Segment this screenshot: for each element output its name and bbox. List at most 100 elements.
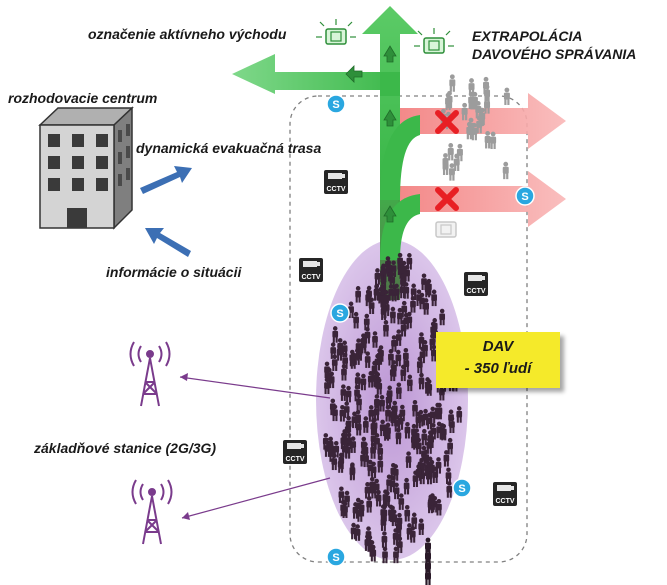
person-icon xyxy=(381,504,388,522)
person-icon xyxy=(411,423,417,441)
person-icon xyxy=(386,385,393,403)
person-icon xyxy=(367,459,374,477)
person-icon xyxy=(425,567,431,585)
person-icon xyxy=(339,404,346,422)
person-icon xyxy=(391,335,397,352)
person-icon xyxy=(376,378,383,395)
person-icon xyxy=(448,163,455,181)
person-icon xyxy=(374,394,380,411)
person-icon xyxy=(383,289,389,307)
blocked-cross-upper xyxy=(435,110,459,134)
person-icon xyxy=(439,423,446,440)
person-icon xyxy=(395,349,402,367)
person-icon xyxy=(393,546,399,564)
person-icon xyxy=(399,404,406,422)
person-icon xyxy=(466,121,473,140)
cctv-icon: CCTV xyxy=(283,440,307,464)
person-icon xyxy=(400,273,406,291)
person-icon xyxy=(397,307,403,325)
person-icon xyxy=(443,450,450,467)
label-crowd-behavior-line1: EXTRAPOLÁCIA xyxy=(472,28,583,44)
person-icon xyxy=(336,344,343,361)
person-icon xyxy=(400,320,407,337)
person-icon xyxy=(406,374,413,392)
person-icon xyxy=(484,96,491,114)
person-icon xyxy=(412,399,418,417)
evacuation-route-left-joint xyxy=(380,72,400,96)
wifi-label: S xyxy=(458,483,465,495)
person-icon xyxy=(435,457,442,474)
person-icon xyxy=(329,398,336,416)
person-icon xyxy=(356,393,362,411)
antenna-link-upper-head xyxy=(180,373,188,381)
person-icon xyxy=(406,311,413,329)
person-icon xyxy=(379,419,386,437)
person-icon xyxy=(415,464,422,481)
person-icon xyxy=(349,349,356,367)
evacuation-route-left xyxy=(232,54,400,94)
person-icon xyxy=(391,360,397,377)
person-icon xyxy=(424,377,431,394)
person-icon xyxy=(363,450,369,468)
person-icon xyxy=(468,78,475,96)
person-icon xyxy=(396,382,402,399)
person-icon xyxy=(423,298,429,315)
person-icon xyxy=(418,518,425,535)
evacuation-route-upper-right xyxy=(380,115,420,200)
person-icon xyxy=(404,504,411,522)
person-icon xyxy=(327,436,334,454)
decision-center-building-icon xyxy=(38,106,134,230)
person-icon xyxy=(424,280,431,298)
label-decision-center: rozhodovacie centrum xyxy=(8,90,158,106)
person-icon xyxy=(322,433,329,450)
person-icon xyxy=(403,477,410,495)
route-direction-arrows xyxy=(345,45,397,223)
person-icon xyxy=(340,384,347,401)
cctv-label: CCTV xyxy=(466,288,485,295)
person-icon xyxy=(456,406,463,423)
person-icon xyxy=(332,326,339,343)
person-icon xyxy=(351,411,358,429)
person-icon xyxy=(447,143,454,161)
person-icon xyxy=(395,329,402,346)
antenna-link-upper xyxy=(179,376,331,399)
crowd-box-count: - 350 ľudí xyxy=(464,360,532,377)
person-icon xyxy=(345,385,352,403)
person-icon xyxy=(355,338,362,355)
person-icon xyxy=(409,526,416,543)
person-icon xyxy=(442,157,449,175)
wifi-icon: S xyxy=(326,547,346,567)
person-icon xyxy=(430,321,436,339)
person-icon xyxy=(343,401,350,418)
cctv-icon: CCTV xyxy=(324,170,348,194)
person-icon xyxy=(396,512,403,530)
person-icon xyxy=(383,320,389,337)
person-icon xyxy=(406,253,413,270)
person-icon xyxy=(425,557,431,575)
person-icon xyxy=(362,416,369,433)
cctv-icon: CCTV xyxy=(493,482,517,506)
person-icon xyxy=(370,544,377,562)
cctv-label: CCTV xyxy=(326,186,345,193)
person-icon xyxy=(378,345,384,362)
person-icon xyxy=(353,311,359,329)
cctv-icon: CCTV xyxy=(464,272,488,296)
person-icon xyxy=(449,74,456,92)
person-icon xyxy=(410,283,417,301)
person-icon xyxy=(398,493,405,510)
person-icon xyxy=(370,442,376,459)
person-icon xyxy=(374,268,381,285)
person-icon xyxy=(389,505,396,523)
person-icon xyxy=(382,489,389,506)
label-dynamic-route: dynamická evakuačná trasa xyxy=(136,140,322,156)
person-icon xyxy=(401,300,408,318)
person-icon xyxy=(355,286,361,303)
crowd-box-title: DAV xyxy=(482,338,514,355)
label-situation-info: informácie o situácii xyxy=(106,264,242,280)
wifi-label: S xyxy=(332,99,339,111)
person-icon xyxy=(380,263,387,281)
person-icon xyxy=(382,546,388,564)
person-icon xyxy=(403,347,409,365)
person-icon xyxy=(344,490,350,508)
